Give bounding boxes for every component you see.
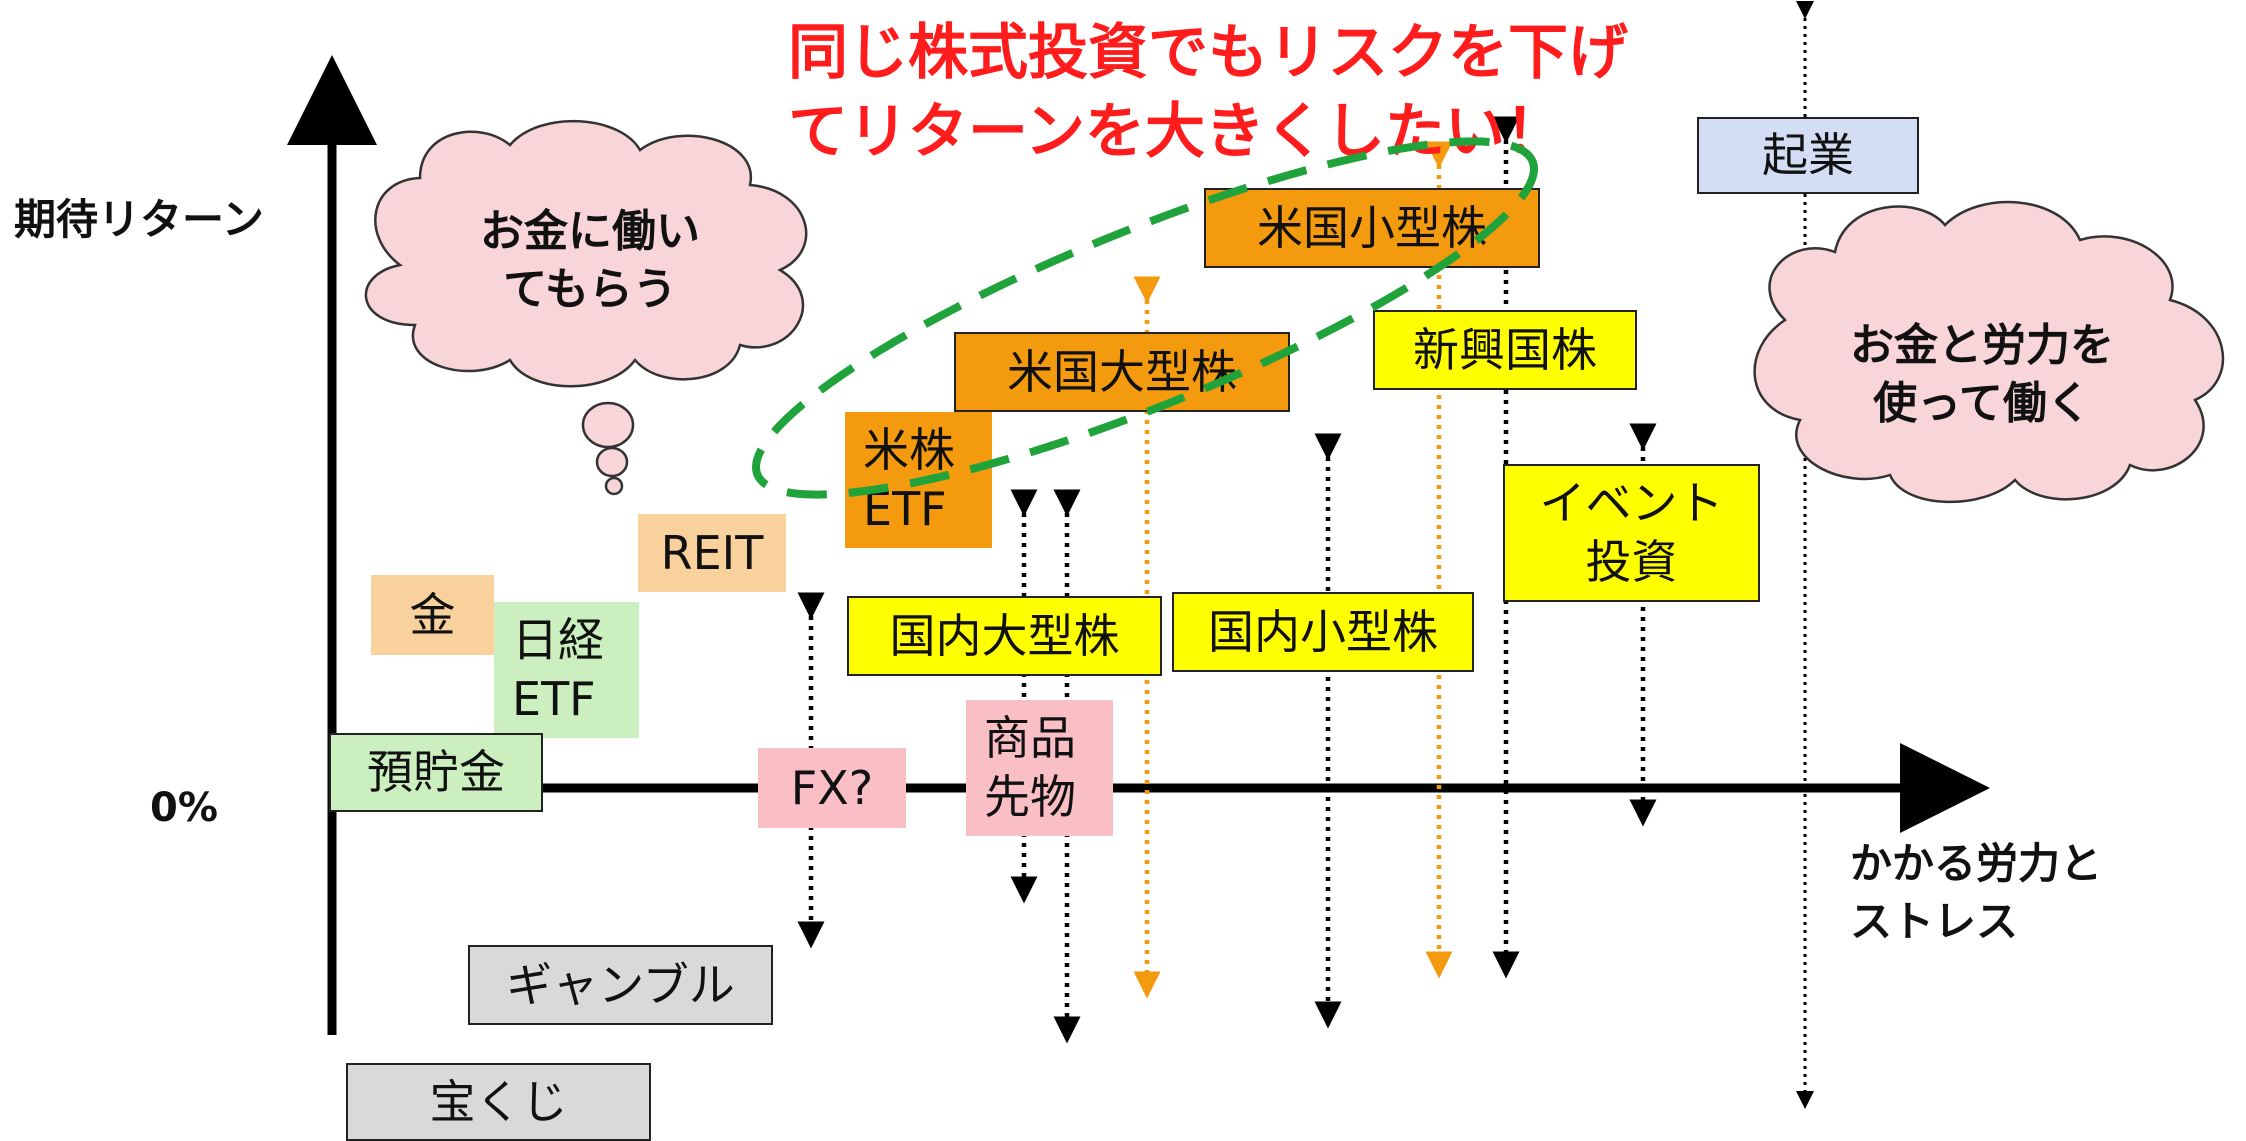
box-gold-label: 金 <box>409 587 456 642</box>
box-us-small-cap-label: 米国小型株 <box>1257 200 1487 255</box>
box-jp-large-cap-label: 国内大型株 <box>889 608 1120 663</box>
cloud-right-line-2: 使って働く <box>1873 378 2091 430</box>
box-reit-label: REIT <box>660 525 764 580</box>
cloud-right-line-1: お金と労力を <box>1850 320 2114 371</box>
box-kigyo: 起業 <box>1697 117 1919 194</box>
cloud-right-text: お金と労力を 使って働く <box>1812 317 2152 433</box>
box-gold: 金 <box>371 575 494 655</box>
box-commodity-line-2: 先物 <box>984 770 1076 824</box>
box-emerging-label: 新興国株 <box>1413 322 1597 377</box>
headline-line-1: 同じ株式投資でもリスクを下げ <box>788 18 1628 88</box>
box-event-line-2: 投資 <box>1585 535 1678 589</box>
box-gamble: ギャンブル <box>468 945 773 1025</box>
y-axis-label: 期待リターン <box>14 195 264 244</box>
cloud-left-line-2: てもらう <box>503 264 677 316</box>
box-gamble-label: ギャンブル <box>506 957 735 1012</box>
box-us-large-cap-label: 米国大型株 <box>1007 344 1237 399</box>
box-deposit-label: 預貯金 <box>367 745 505 800</box>
box-us-etf: 米株 ETF <box>845 412 992 548</box>
box-commodity-line-1: 商品 <box>984 711 1076 766</box>
box-nikkei-etf-line-2: ETF <box>512 672 596 726</box>
box-nikkei-etf-line-1: 日経 <box>512 613 604 668</box>
box-event-line-1: イベント <box>1539 476 1724 531</box>
box-nikkei-etf: 日経 ETF <box>494 602 639 738</box>
box-fx: FX? <box>758 748 906 828</box>
box-jp-small-cap-label: 国内小型株 <box>1208 604 1438 659</box>
box-jp-large-cap: 国内大型株 <box>847 596 1162 676</box>
x-axis-label: かかる労力と ストレス <box>1850 835 2102 951</box>
box-emerging: 新興国株 <box>1373 310 1637 390</box>
cloud-left-line-1: お金に働い <box>480 206 700 257</box>
box-deposit: 預貯金 <box>329 733 543 812</box>
box-kigyo-label: 起業 <box>1762 128 1854 183</box>
x-axis-label-line-1: かかる労力と <box>1850 839 2103 888</box>
headline-line-2: てリターンを大きくしたい！ <box>788 97 1565 168</box>
box-fx-label: FX? <box>790 760 874 815</box>
cloud-left-text: お金に働い てもらう <box>440 203 740 319</box>
box-us-large-cap: 米国大型株 <box>954 332 1290 412</box>
thought-cloud-left <box>364 119 808 496</box>
box-event: イベント 投資 <box>1503 464 1760 602</box>
box-jp-small-cap: 国内小型株 <box>1172 592 1474 672</box>
zero-percent-label: 0% <box>150 785 218 831</box>
box-commodity: 商品 先物 <box>966 700 1113 836</box>
box-reit: REIT <box>638 514 786 592</box>
box-us-small-cap: 米国小型株 <box>1204 188 1540 268</box>
thought-cloud-right <box>1753 200 2225 504</box>
box-lottery: 宝くじ <box>346 1063 651 1141</box>
box-us-etf-line-1: 米株 <box>863 423 955 478</box>
headline: 同じ株式投資でもリスクを下げ てリターンを大きくしたい！ <box>788 14 1628 172</box>
box-us-etf-line-2: ETF <box>863 482 947 536</box>
box-lottery-label: 宝くじ <box>429 1074 568 1129</box>
x-axis-label-line-2: ストレス <box>1850 896 2019 946</box>
